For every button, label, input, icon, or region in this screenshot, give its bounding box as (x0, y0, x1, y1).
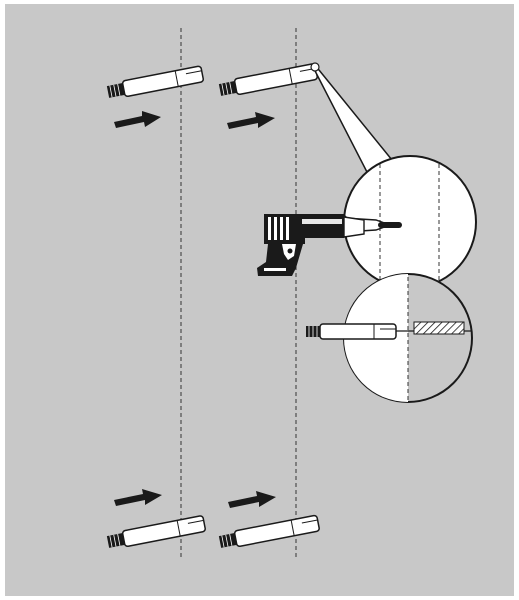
shrink-sleeve-icon (218, 63, 318, 96)
right-arrow-icon (114, 111, 161, 128)
shrink-sleeve-icon (218, 514, 320, 548)
right-arrow-icon (227, 112, 275, 129)
right-arrow-icon (114, 489, 162, 506)
callout-anchor (310, 62, 320, 72)
shrink-sleeve-icon (306, 323, 397, 340)
right-arrow-icon (228, 491, 276, 508)
shrink-sleeve-icon (106, 515, 206, 548)
shrink-sleeve-icon (106, 65, 204, 98)
heat-gun-icon (257, 214, 365, 276)
